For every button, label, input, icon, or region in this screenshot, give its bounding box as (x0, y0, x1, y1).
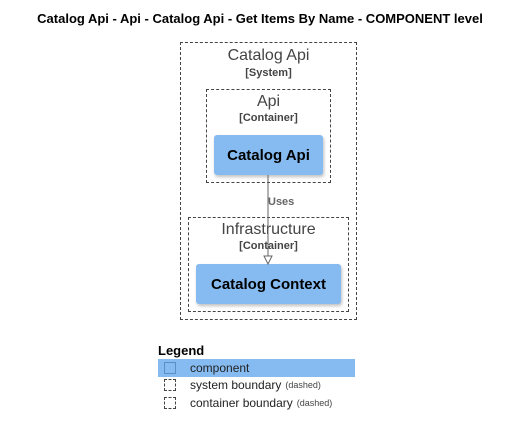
component-swatch-icon (164, 362, 176, 374)
dashed-box-icon (164, 379, 176, 391)
system-type: [System] (245, 67, 292, 79)
container-name-api: Api (256, 93, 281, 110)
legend-item-system-boundary: system boundary (dashed) (158, 376, 321, 394)
container-boundary-api: Api [Container] (206, 89, 331, 183)
component-catalog-context[interactable]: Catalog Context (196, 264, 341, 304)
legend-note: (dashed) (285, 380, 321, 390)
legend-label: component (190, 361, 250, 375)
dashed-box-icon (164, 397, 176, 409)
diagram-title: Catalog Api - Api - Catalog Api - Get It… (37, 11, 483, 26)
legend-label: container boundary (190, 396, 293, 410)
system-boundary: Catalog Api [System] (180, 42, 357, 320)
legend-title: Legend (158, 343, 205, 358)
container-type-api: [Container] (239, 112, 298, 124)
legend-item-container-boundary: container boundary (dashed) (158, 394, 332, 412)
component-catalog-api[interactable]: Catalog Api (214, 135, 323, 175)
relationship-label: Uses (268, 196, 295, 208)
legend-item-component: component (158, 359, 355, 377)
legend-label: system boundary (190, 378, 282, 392)
system-name: Catalog Api (227, 47, 310, 64)
legend-note: (dashed) (296, 398, 333, 408)
